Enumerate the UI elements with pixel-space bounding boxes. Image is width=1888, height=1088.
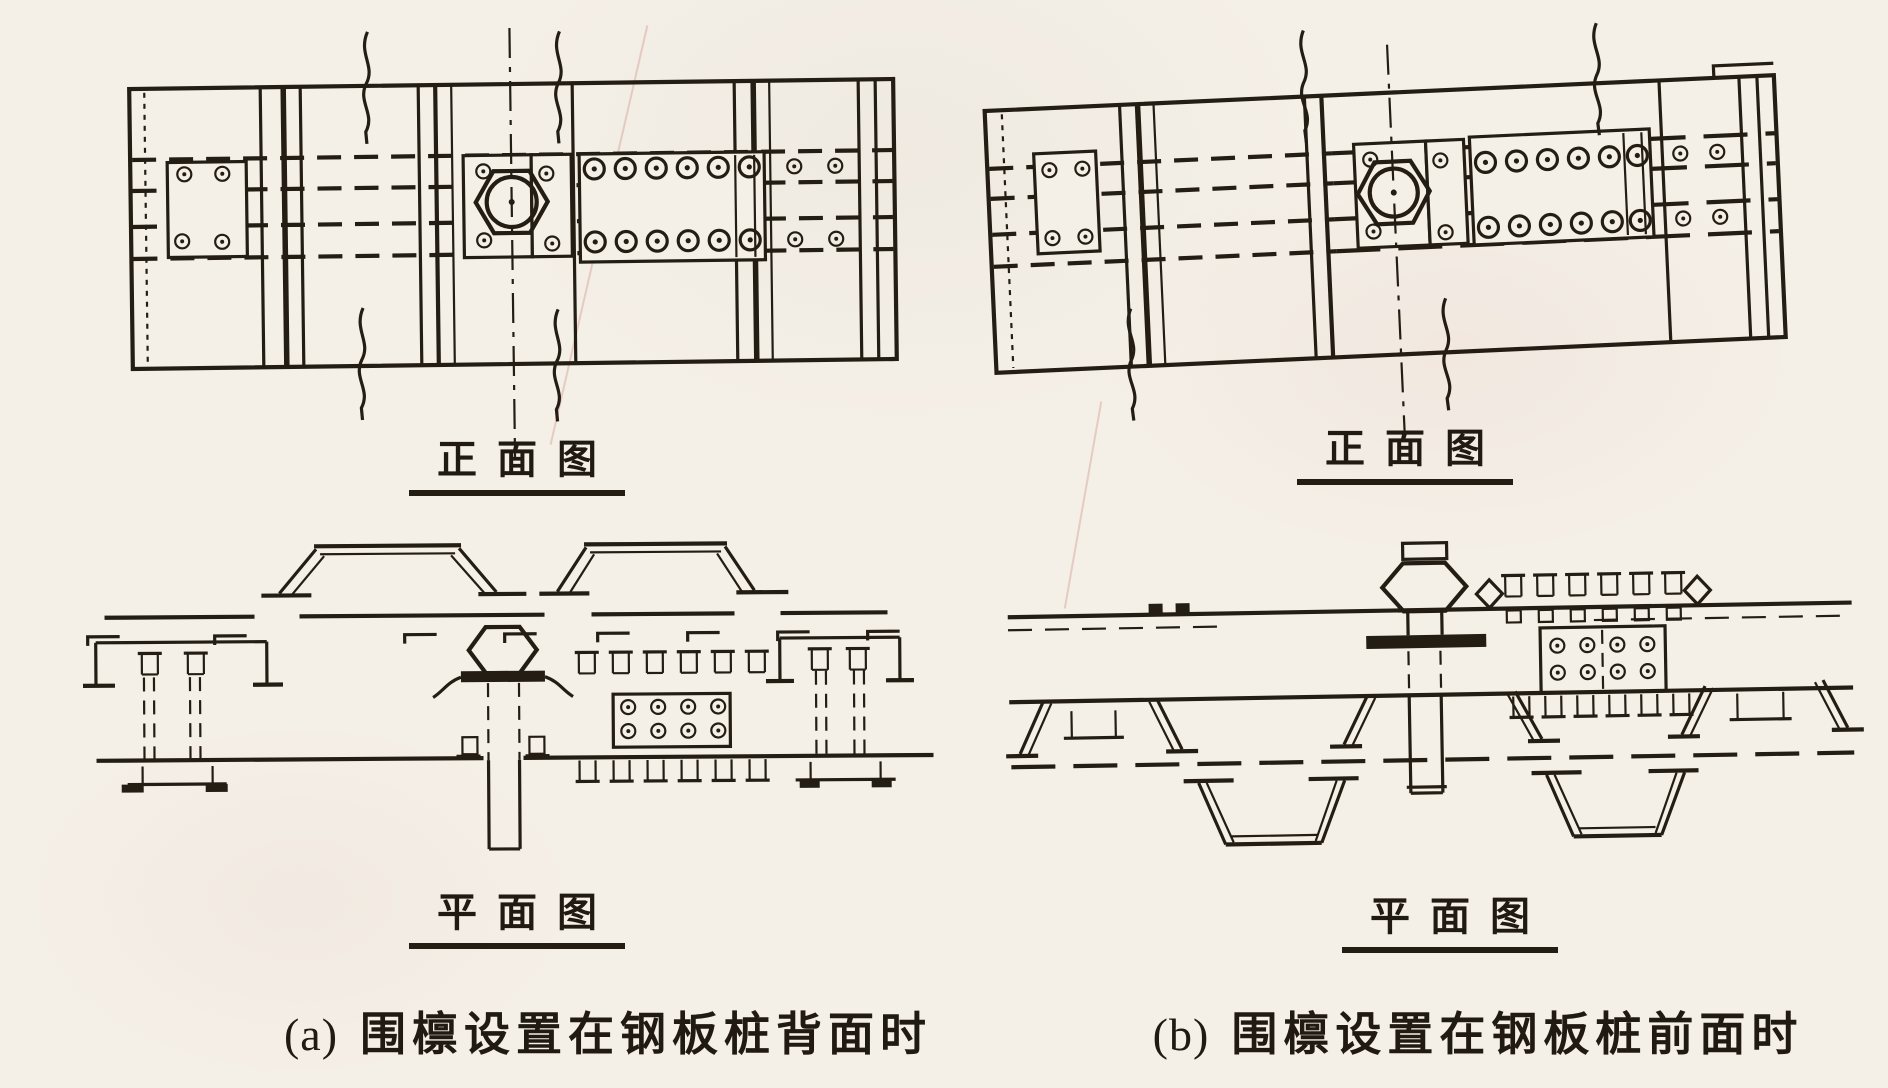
end-bolts: [1671, 143, 1729, 227]
pile-trough-up: [539, 541, 789, 596]
caption-a-index: (a): [283, 1009, 339, 1060]
tie-rod-anchor-plate: [1351, 137, 1470, 250]
front-view-b-drawing: [982, 21, 1788, 435]
bolt-cap: [1400, 540, 1449, 561]
tie-rod-shaft: [486, 759, 522, 851]
caption-a: (a) 围檩设置在钢板桩背面时: [284, 998, 932, 1064]
channel-flange-left: [121, 766, 228, 793]
tie-rod-anchor-plate: [461, 152, 575, 260]
pile-edge-line: [1000, 114, 1015, 369]
tie-rod-head: [466, 624, 540, 676]
front-view-b-label: 正面图: [1297, 416, 1513, 485]
end-bolts: [786, 157, 845, 248]
pile-front-line: [104, 610, 888, 620]
flange-hooks: [86, 629, 900, 646]
caption-b-text: 围檩设置在钢板桩前面时: [1231, 1009, 1804, 1060]
splice-plate: [1467, 127, 1656, 247]
washer-plate: [460, 670, 545, 683]
washer-plate: [1366, 633, 1487, 650]
front-view-a-drawing: [127, 28, 899, 461]
pile-web-legs: [1667, 679, 1864, 739]
pile-trough-up: [261, 543, 527, 598]
pile-back-line: [1011, 750, 1855, 770]
waling-back-line: [96, 752, 934, 763]
splice-plate: [1538, 624, 1668, 695]
waling-second-line: [1007, 614, 1852, 632]
edge-step: [1711, 61, 1774, 79]
splice-nut-row-upper: [1474, 570, 1713, 624]
pile-trough-down: [1183, 776, 1359, 847]
tie-rod-bolt: [1366, 540, 1487, 795]
plan-view-a-drawing: [82, 541, 934, 851]
centerline: [1385, 44, 1406, 435]
pile-web-legs: [1006, 698, 1199, 759]
pile-front-line: [1009, 685, 1854, 705]
splice-nut-row-lower: [1507, 691, 1696, 720]
pile-web-legs: [1330, 690, 1561, 749]
left-bolt-plate: [1031, 149, 1102, 256]
sheet-pile-wall-outline: [982, 73, 1788, 375]
tie-rod-bolt: [432, 624, 574, 851]
pile-trough-down: [1531, 768, 1699, 839]
splice-nut-row-upper: [573, 649, 771, 676]
centerline: [508, 28, 517, 461]
tie-rod-head: [1379, 560, 1470, 614]
splice-plate: [577, 150, 768, 264]
tie-rod-shaft-tip: [1406, 694, 1447, 795]
waling-front-line: [1007, 600, 1852, 620]
plan-view-b-label: 平面图: [1342, 884, 1558, 953]
waling-channel-right: [765, 635, 914, 788]
caption-b: (b) 围檩设置在钢板桩前面时: [1153, 998, 1804, 1064]
waling-channel-left: [82, 640, 284, 765]
splice-nut-row-lower: [573, 757, 772, 784]
splice-plate: [611, 691, 733, 749]
caption-b-index: (b): [1152, 1009, 1210, 1060]
front-view-a-label: 正面图: [409, 427, 625, 496]
plan-view-a-label: 平面图: [409, 880, 625, 949]
left-bolt-plate: [165, 159, 250, 260]
plan-view-b-drawing: [1006, 540, 1864, 847]
caption-a-text: 围檩设置在钢板桩背面时: [360, 1009, 933, 1060]
